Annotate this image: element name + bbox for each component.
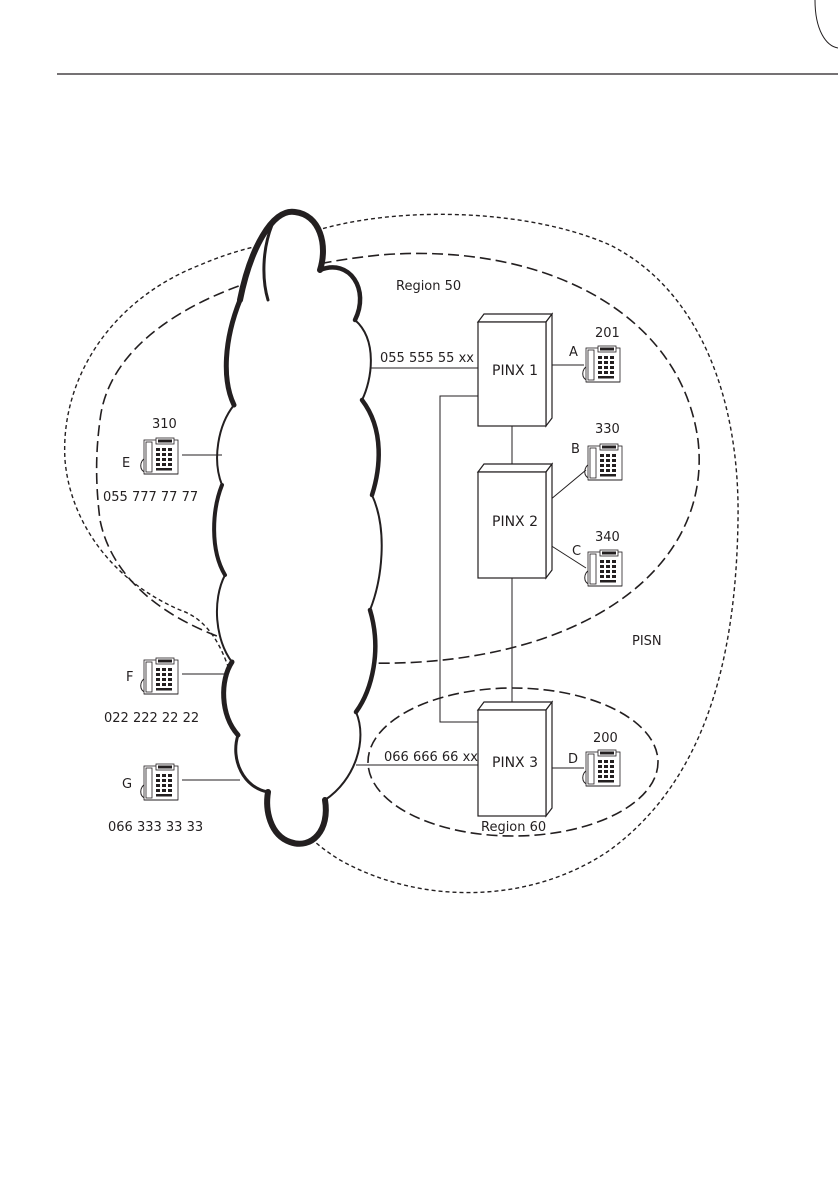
pinx-2-box[interactable]: PINX 2 — [478, 464, 552, 578]
desk-phone-icon[interactable] — [583, 346, 620, 382]
link-pinx1-pinx3 — [440, 396, 478, 722]
phone-g-letter: G — [122, 777, 132, 792]
phone-g-number: 066 333 33 33 — [108, 820, 203, 835]
phone-a-letter: A — [569, 345, 578, 360]
phone-f-letter: F — [126, 670, 133, 685]
trunk-label-pinx3: 066 666 66 xx — [384, 750, 478, 765]
desk-phone-icon[interactable] — [141, 438, 178, 474]
phone-c-ext: 340 — [595, 530, 620, 545]
phone-b-letter: B — [571, 442, 580, 457]
pinx-1-box[interactable]: PINX 1 — [478, 314, 552, 426]
pinx-3-label: PINX 3 — [492, 755, 538, 771]
desk-phone-icon[interactable] — [585, 444, 622, 480]
phone-c-letter: C — [572, 544, 581, 559]
phone-b-ext: 330 — [595, 422, 620, 437]
region-60-label: Region 60 — [481, 820, 546, 835]
desk-phone-icon[interactable] — [583, 750, 620, 786]
public-network-cloud — [214, 212, 382, 844]
pinx-1-label: PINX 1 — [492, 363, 538, 379]
pinx-3-box[interactable]: PINX 3 — [478, 702, 552, 816]
trunk-label-pinx1: 055 555 55 xx — [380, 351, 474, 366]
phone-e-ext: 310 — [152, 417, 177, 432]
phone-a-ext: 201 — [595, 326, 620, 341]
phone-e-number: 055 777 77 77 — [103, 490, 198, 505]
phone-d-letter: D — [568, 752, 578, 767]
line-phone-b — [550, 470, 586, 500]
desk-phone-icon[interactable] — [141, 658, 178, 694]
pisn-label: PISN — [632, 634, 662, 649]
region-50-label: Region 50 — [396, 279, 461, 294]
desk-phone-icon[interactable] — [141, 764, 178, 800]
pinx-2-label: PINX 2 — [492, 514, 538, 530]
phone-f-number: 022 222 22 22 — [104, 711, 199, 726]
corner-mark — [815, 0, 838, 48]
phone-e-letter: E — [122, 456, 130, 471]
desk-phone-icon[interactable] — [585, 550, 622, 586]
phone-d-ext: 200 — [593, 731, 618, 746]
